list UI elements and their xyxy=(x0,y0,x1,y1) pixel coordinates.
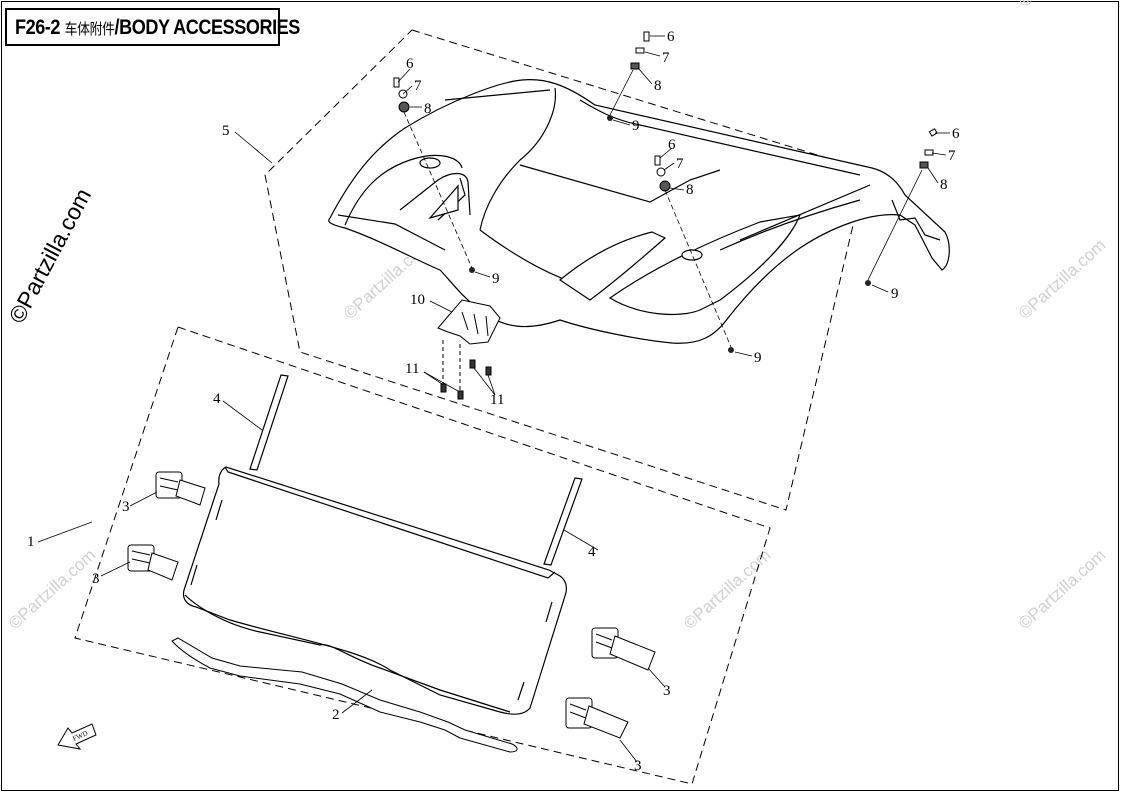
mounting-clamps-part3 xyxy=(127,471,656,739)
bracket-part10 xyxy=(437,299,501,400)
windshield-group-boundary xyxy=(74,326,771,785)
watermark: ©Partzilla.com xyxy=(5,545,99,633)
forward-direction-arrow: FWD xyxy=(57,723,97,750)
callout: 7 xyxy=(414,78,422,94)
fastener-set xyxy=(630,31,650,70)
callout: 6 xyxy=(952,126,960,142)
callout: 10 xyxy=(410,292,425,308)
diagram-code: F26-2 xyxy=(15,16,61,39)
windshield-part1 xyxy=(182,466,567,715)
callout: 1 xyxy=(27,534,35,550)
trim-strips-part4 xyxy=(249,374,583,566)
callout: 8 xyxy=(686,182,694,198)
clamp xyxy=(565,697,629,739)
callout: 6 xyxy=(667,29,675,45)
callout: 3 xyxy=(92,571,100,587)
body-group-boundary xyxy=(264,29,867,511)
callout: 3 xyxy=(122,499,130,515)
fastener-set xyxy=(393,77,410,113)
diagram-title-cn: 车体附件 xyxy=(64,20,115,38)
watermark: ©Partzilla.com xyxy=(680,545,774,633)
assembly-lines xyxy=(403,69,923,348)
callout: 11 xyxy=(405,361,419,377)
watermark: ©Partzilla.com xyxy=(1015,0,1109,11)
callout: 4 xyxy=(213,391,221,407)
diagram-title-box: F26-2 车体附件/BODY ACCESSORIES xyxy=(5,8,300,46)
callout: 5 xyxy=(222,123,230,139)
callout: 8 xyxy=(424,101,432,117)
fasteners xyxy=(393,31,938,353)
leader-lines xyxy=(37,35,950,763)
callout: 7 xyxy=(662,50,670,66)
callout: 4 xyxy=(588,544,596,560)
watermark: ©Partzilla.com xyxy=(1015,545,1109,633)
callout: 9 xyxy=(754,350,762,366)
callout: 9 xyxy=(891,286,899,302)
diagram-title-en: /BODY ACCESSORIES xyxy=(114,16,301,39)
callout: 7 xyxy=(676,156,684,172)
callout-numbers: 5 6 7 8 6 7 8 9 6 7 8 6 7 8 9 9 9 10 11 … xyxy=(27,29,960,774)
grommets xyxy=(469,115,871,353)
watermark-main: ©Partzilla.com xyxy=(3,184,96,327)
callout: 11 xyxy=(490,392,504,408)
diagram-title: F26-2 车体附件/BODY ACCESSORIES xyxy=(15,16,300,40)
lower-seal-part2 xyxy=(171,637,518,753)
callout: 8 xyxy=(940,177,948,193)
watermark: ©Partzilla.com xyxy=(1015,235,1109,323)
callout: 6 xyxy=(406,56,414,72)
clamp xyxy=(127,544,179,581)
callout: 2 xyxy=(332,707,340,723)
callout: 3 xyxy=(663,683,671,699)
clamp xyxy=(591,627,656,671)
callout: 7 xyxy=(948,148,956,164)
group-boundaries xyxy=(74,29,867,785)
clamp xyxy=(155,471,206,506)
callout: 3 xyxy=(634,758,642,774)
callout: 9 xyxy=(632,118,640,134)
callout: 8 xyxy=(654,78,662,94)
fastener-set xyxy=(919,128,938,169)
callout: 6 xyxy=(668,137,676,153)
callout: 9 xyxy=(492,271,500,287)
